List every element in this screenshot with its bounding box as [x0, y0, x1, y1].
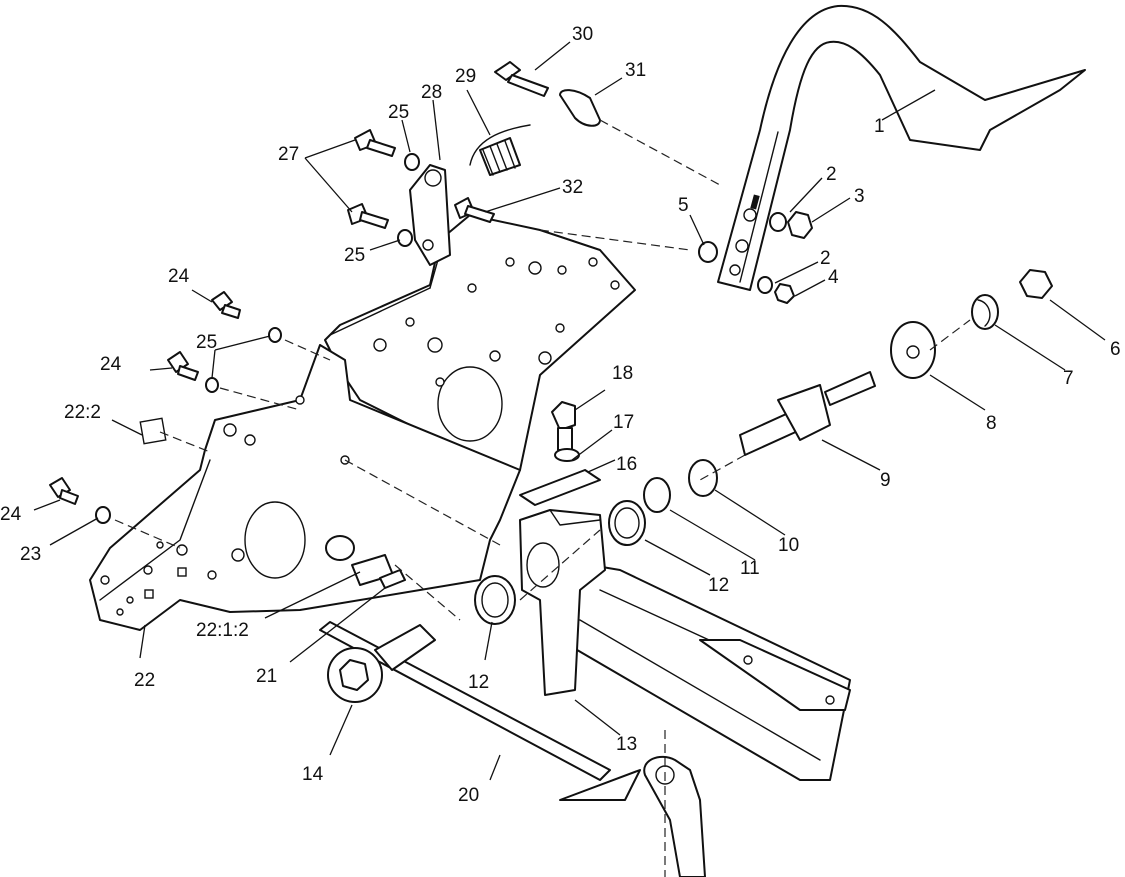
callout-5: 5 — [678, 195, 689, 216]
callout-11: 11 — [740, 558, 760, 579]
bracket-16 — [519, 469, 601, 506]
callout-22-1-2: 22:1:2 — [196, 620, 249, 641]
callout-3: 3 — [854, 186, 865, 207]
callout-14: 14 — [302, 764, 324, 785]
callout-25-middle: 25 — [344, 245, 365, 266]
washer-2-upper — [769, 212, 787, 232]
callout-21: 21 — [256, 666, 277, 687]
callout-2-upper: 2 — [826, 164, 837, 185]
callout-24-lower: 24 — [0, 504, 22, 525]
bushing-12-right — [608, 500, 646, 546]
clip-21 — [379, 569, 406, 589]
latch-28 — [409, 164, 451, 266]
alignment-lines — [114, 119, 971, 621]
callout-12-right: 12 — [708, 575, 729, 596]
washer-8 — [890, 321, 936, 379]
callout-2-lower: 2 — [820, 248, 831, 269]
callout-22: 22 — [134, 670, 155, 691]
callout-1: 1 — [874, 116, 885, 137]
callout-24-middle: 24 — [100, 354, 122, 375]
nut-6 — [1019, 269, 1053, 299]
ring-11 — [643, 477, 671, 513]
callout-4: 4 — [828, 267, 839, 288]
handle-part — [717, 4, 1086, 291]
callout-31: 31 — [625, 60, 646, 81]
callout-12-left: 12 — [468, 672, 489, 693]
callout-17: 17 — [613, 412, 634, 433]
washer-23 — [95, 506, 111, 524]
callout-10: 10 — [778, 535, 799, 556]
spacer-31 — [559, 89, 601, 127]
callout-32: 32 — [562, 177, 583, 198]
callout-22-2: 22:2 — [64, 402, 101, 423]
callout-7: 7 — [1063, 368, 1074, 389]
callout-23: 23 — [20, 544, 41, 565]
bolt-27-upper — [354, 129, 396, 157]
nut-3 — [787, 211, 813, 239]
washer-2-lower — [757, 276, 773, 294]
bolt-30 — [494, 61, 549, 97]
leader-lines — [33, 41, 1106, 781]
callout-6: 6 — [1110, 339, 1121, 360]
washer-25-middle — [397, 229, 413, 247]
callout-30: 30 — [572, 24, 593, 45]
callout-18: 18 — [612, 363, 633, 384]
pivot-bracket-part — [519, 509, 606, 696]
spring-7 — [971, 294, 999, 330]
callout-29: 29 — [455, 66, 476, 87]
callout-20: 20 — [458, 785, 479, 806]
bolt-24-upper — [211, 291, 241, 319]
bolt-24-middle — [167, 351, 199, 381]
bushing-12-left — [474, 575, 516, 625]
callout-13: 13 — [616, 734, 637, 755]
callout-9: 9 — [880, 470, 891, 491]
bottom-linkage-part — [643, 730, 706, 877]
washer-25-left-lower — [205, 377, 219, 393]
callout-labels: 1 2 3 2 4 5 6 7 8 9 10 11 12 12 13 14 16… — [0, 24, 1121, 806]
frame-tube-part — [559, 559, 851, 781]
pivot-gear-14 — [327, 624, 436, 703]
washer-25-upper — [404, 153, 420, 171]
control-plate-upper — [324, 214, 636, 471]
callout-28: 28 — [421, 82, 442, 103]
callout-25-left: 25 — [196, 332, 217, 353]
stud-9 — [739, 371, 876, 456]
bolt-24-lower — [49, 477, 79, 505]
spacer-5 — [698, 241, 718, 263]
callout-25-upper: 25 — [388, 102, 409, 123]
spring-29 — [469, 124, 531, 176]
callout-8: 8 — [986, 413, 997, 434]
bolt-27-lower — [347, 203, 389, 229]
callout-27: 27 — [278, 144, 299, 165]
washer-17 — [554, 448, 580, 462]
washer-25-left-upper — [268, 327, 282, 343]
bolt-18 — [551, 401, 576, 451]
callout-16: 16 — [616, 454, 637, 475]
callout-24-upper: 24 — [168, 266, 190, 287]
nut-4 — [774, 283, 795, 304]
